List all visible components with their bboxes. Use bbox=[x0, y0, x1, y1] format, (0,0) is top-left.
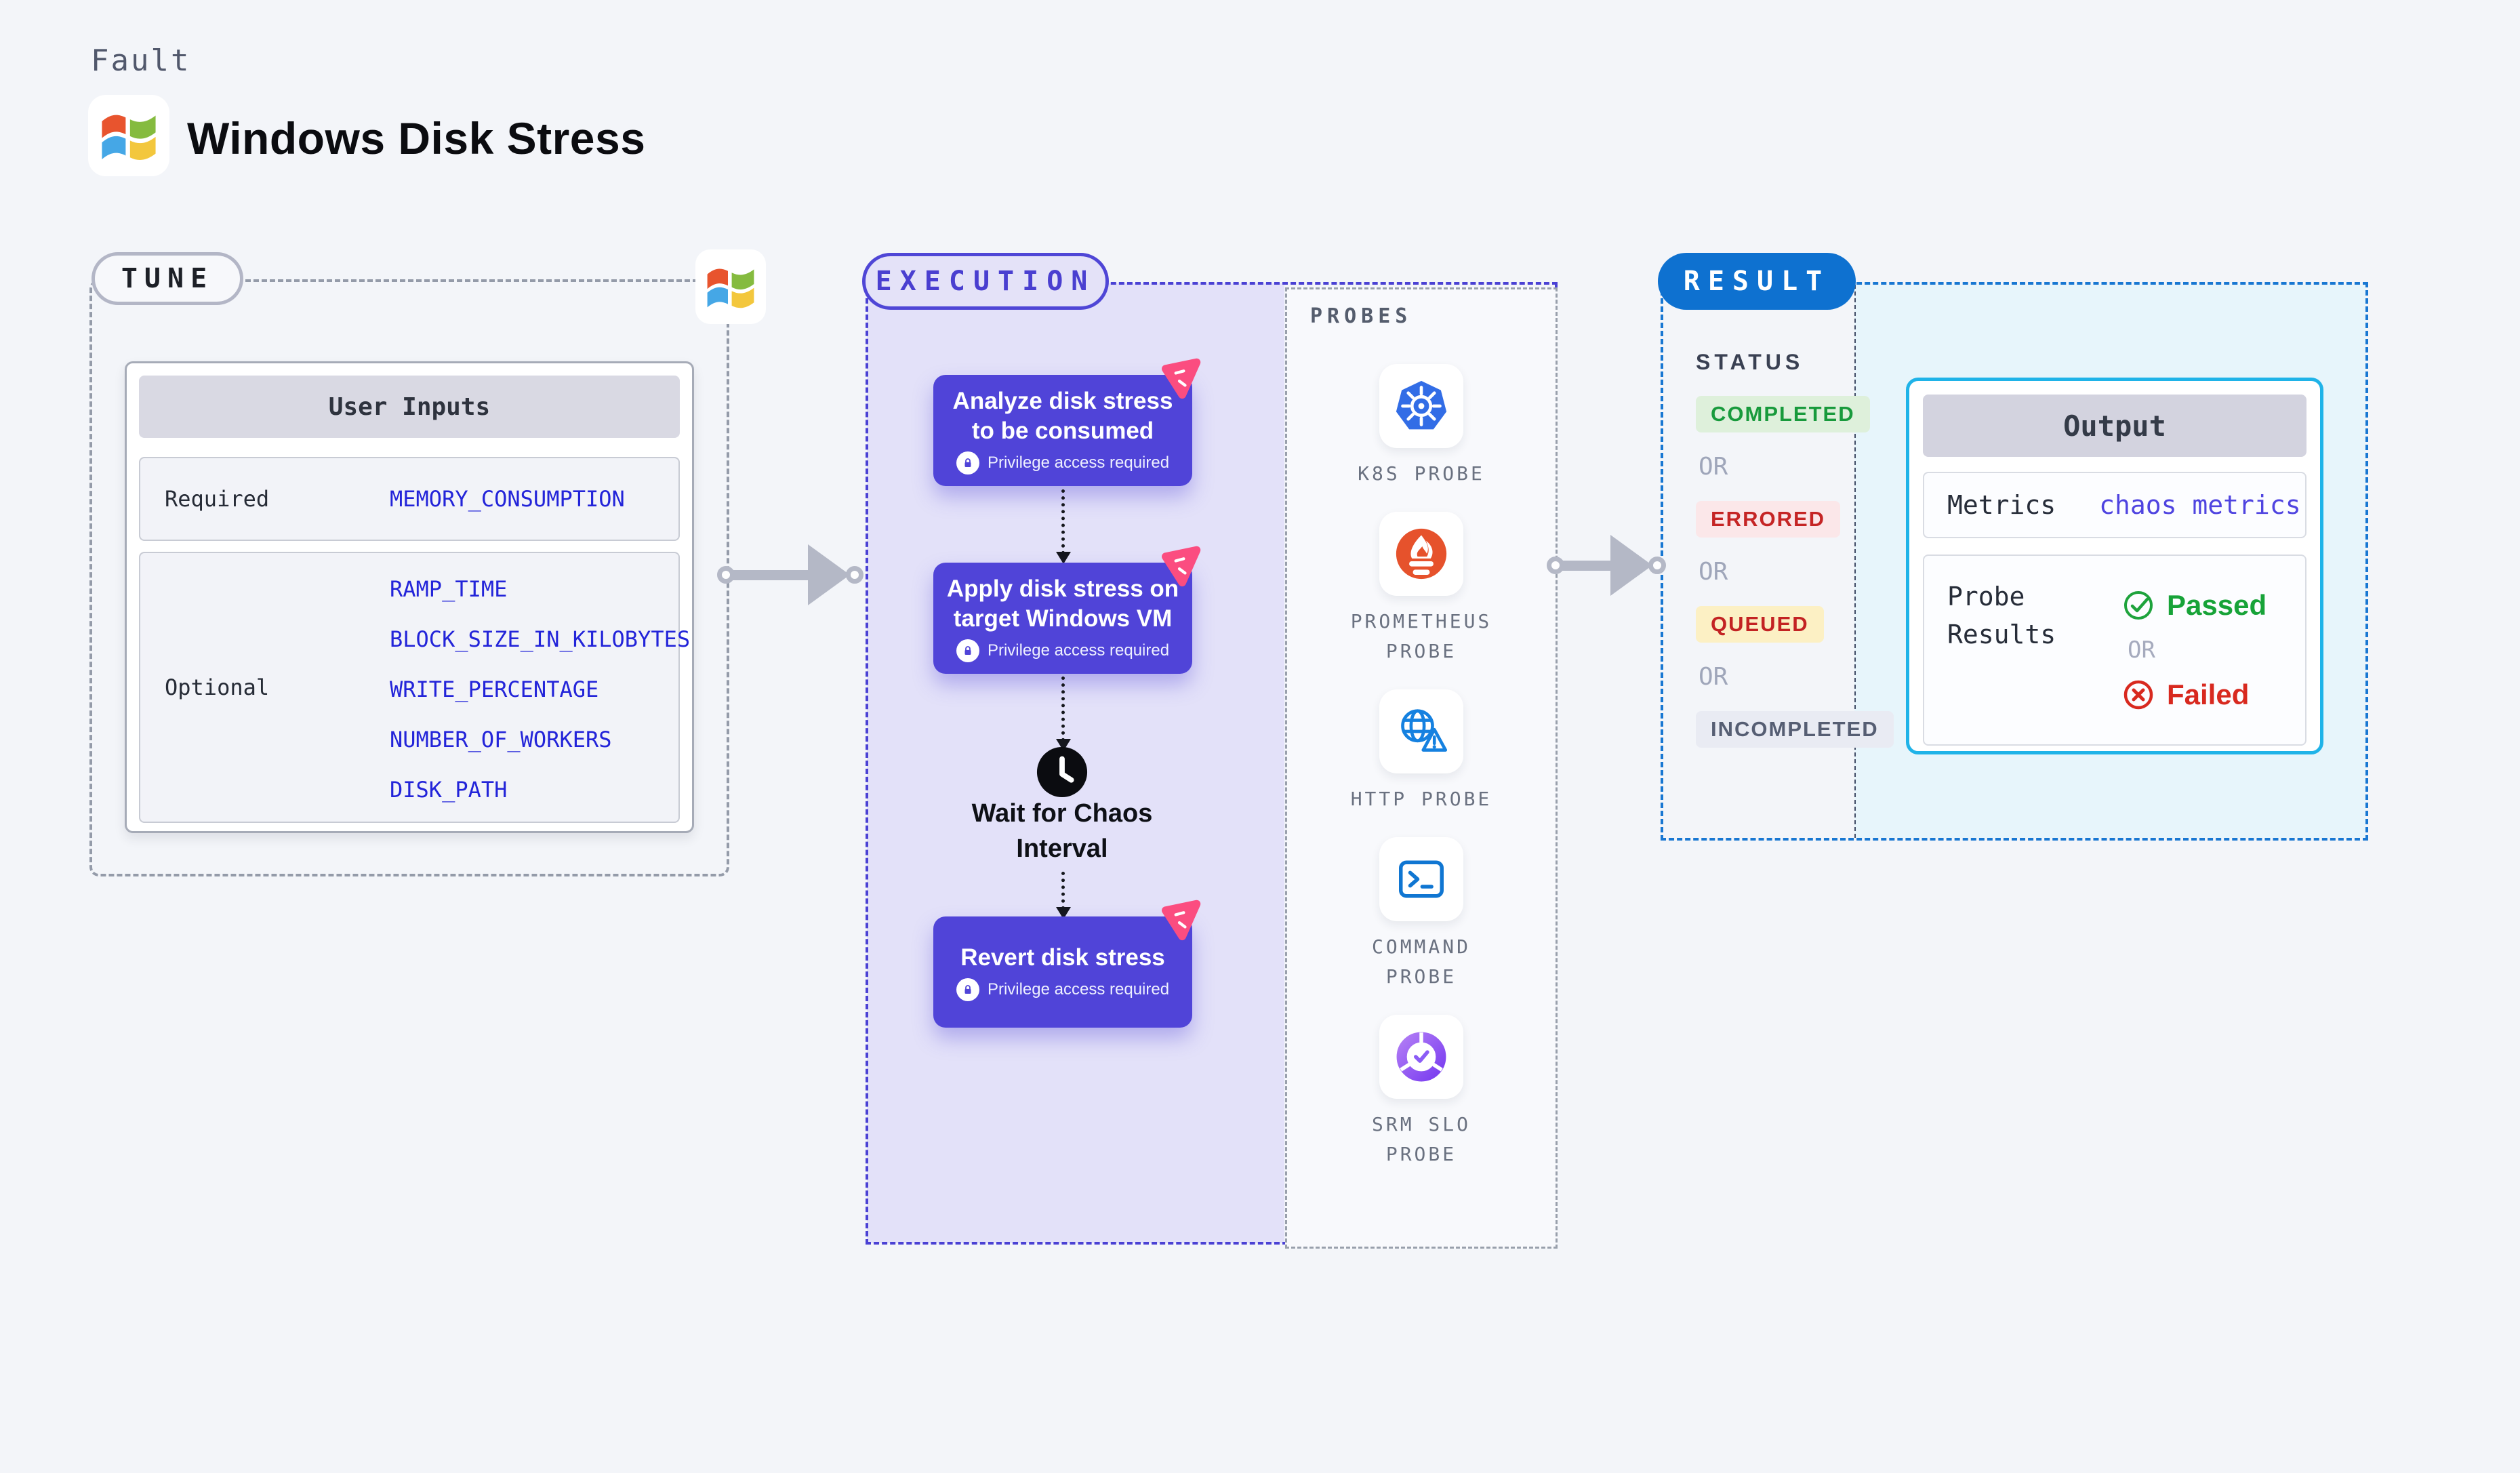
passed-line: Passed bbox=[2122, 589, 2267, 622]
probe-item-command: COMMAND PROBE bbox=[1340, 837, 1503, 992]
metrics-value: chaos metrics bbox=[2099, 490, 2301, 520]
step-apply-disk-stress: Apply disk stress on target Windows VM P… bbox=[933, 546, 1201, 674]
step-title: Revert disk stress bbox=[960, 944, 1165, 971]
env-var-number-of-workers: NUMBER_OF_WORKERS bbox=[390, 727, 612, 752]
arrow-start-circle bbox=[717, 566, 735, 584]
or-separator: OR bbox=[2128, 637, 2155, 664]
probe-results-values: Passed OR Failed bbox=[2122, 556, 2267, 744]
fault-kind-label: Fault bbox=[91, 43, 191, 78]
or-separator: OR bbox=[1699, 453, 1728, 481]
windows-logo-small-card bbox=[695, 249, 766, 324]
probes-panel: PROBES K8S PRO bbox=[1285, 287, 1558, 1249]
chaos-flag-icon bbox=[1162, 358, 1201, 399]
arrow-head bbox=[1610, 535, 1652, 596]
probes-list: K8S PROBE PROMETHEUS PROBE bbox=[1287, 364, 1556, 1169]
windows-logo-icon bbox=[102, 115, 156, 160]
status-column: COMPLETED OR ERRORED OR QUEUED OR INCOMP… bbox=[1696, 396, 1894, 748]
env-var-memory-consumption: MEMORY_CONSUMPTION bbox=[390, 486, 625, 512]
slo-donut-icon bbox=[1379, 1015, 1463, 1099]
connector-arrow bbox=[1056, 872, 1071, 919]
arrow-execution-to-result bbox=[1547, 533, 1666, 598]
check-circle-icon bbox=[2124, 591, 2153, 620]
metrics-label: Metrics bbox=[1947, 490, 2056, 520]
arrow-head bbox=[808, 544, 850, 605]
execution-section-label: EXECUTION bbox=[862, 253, 1109, 310]
privilege-badge: Privilege access required bbox=[956, 978, 1169, 1001]
status-title: STATUS bbox=[1696, 350, 1804, 374]
step-revert-disk-stress: Revert disk stress Privilege access requ… bbox=[933, 900, 1201, 1028]
optional-env-vars: RAMP_TIME BLOCK_SIZE_IN_KILOBYTES WRITE_… bbox=[390, 564, 690, 815]
step-analyze-disk-stress: Analyze disk stress to be consumed Privi… bbox=[933, 358, 1201, 486]
failed-line: Failed bbox=[2122, 679, 2267, 711]
page-title: Windows Disk Stress bbox=[187, 113, 646, 163]
result-section-label: RESULT bbox=[1658, 253, 1856, 310]
kubernetes-icon bbox=[1379, 364, 1463, 448]
chaos-flag-icon bbox=[1162, 900, 1201, 941]
probe-results-label: Probe Results bbox=[1947, 582, 2056, 649]
or-separator: OR bbox=[1699, 663, 1728, 691]
probe-label: SRM SLO PROBE bbox=[1371, 1113, 1471, 1165]
privilege-label: Privilege access required bbox=[987, 453, 1170, 472]
wait-for-chaos-interval-label: Wait for Chaos Interval bbox=[971, 799, 1153, 863]
probe-results-row: Probe Results Passed OR Failed bbox=[1923, 554, 2306, 746]
or-separator: OR bbox=[1699, 558, 1728, 586]
lock-icon bbox=[956, 451, 979, 475]
windows-logo-card bbox=[88, 95, 169, 176]
probe-label: K8S PROBE bbox=[1358, 462, 1485, 485]
row-label: Optional bbox=[165, 674, 270, 700]
probes-title: PROBES bbox=[1310, 304, 1413, 328]
status-badge-errored: ERRORED bbox=[1696, 501, 1841, 538]
lock-icon bbox=[956, 978, 979, 1001]
privilege-label: Privilege access required bbox=[987, 641, 1170, 660]
arrow-start-circle bbox=[1547, 557, 1564, 574]
env-var-write-percentage: WRITE_PERCENTAGE bbox=[390, 677, 599, 702]
probe-label: PROMETHEUS PROBE bbox=[1350, 610, 1492, 662]
user-inputs-header: User Inputs bbox=[139, 376, 680, 438]
step-title: Apply disk stress on target Windows VM bbox=[946, 576, 1179, 632]
step-title: Analyze disk stress to be consumed bbox=[952, 388, 1173, 444]
chaos-flag-icon bbox=[1162, 546, 1201, 587]
probe-item-prometheus: PROMETHEUS PROBE bbox=[1340, 512, 1503, 666]
output-card: Output Metrics chaos metrics Probe Resul… bbox=[1906, 378, 2323, 754]
user-inputs-table: User Inputs Required MEMORY_CONSUMPTION … bbox=[125, 361, 694, 833]
arrow-end-circle bbox=[846, 566, 863, 584]
probe-label: COMMAND PROBE bbox=[1371, 935, 1471, 988]
table-row-required: Required MEMORY_CONSUMPTION bbox=[139, 457, 680, 541]
http-globe-icon bbox=[1379, 689, 1463, 773]
env-var-disk-path: DISK_PATH bbox=[390, 777, 508, 803]
status-badge-completed: COMPLETED bbox=[1696, 396, 1870, 432]
arrow-end-circle bbox=[1648, 557, 1666, 574]
terminal-icon bbox=[1379, 837, 1463, 921]
lock-icon bbox=[956, 639, 979, 662]
privilege-label: Privilege access required bbox=[987, 980, 1170, 998]
row-label: Required bbox=[165, 486, 270, 512]
prometheus-icon bbox=[1379, 512, 1463, 596]
probe-item-srm-slo: SRM SLO PROBE bbox=[1340, 1015, 1503, 1169]
env-var-ramp-time: RAMP_TIME bbox=[390, 576, 508, 602]
status-badge-queued: QUEUED bbox=[1696, 606, 1824, 643]
arrow-tune-to-execution bbox=[717, 542, 863, 607]
table-row-optional: Optional RAMP_TIME BLOCK_SIZE_IN_KILOBYT… bbox=[139, 552, 690, 823]
arrow-shaft bbox=[1561, 560, 1614, 571]
env-var-block-size: BLOCK_SIZE_IN_KILOBYTES bbox=[390, 626, 691, 652]
connector-arrow bbox=[1056, 677, 1071, 751]
connector-arrow bbox=[1056, 489, 1071, 564]
probe-item-http: HTTP PROBE bbox=[1351, 689, 1492, 814]
output-header: Output bbox=[1923, 395, 2306, 457]
privilege-badge: Privilege access required bbox=[956, 451, 1169, 475]
windows-logo-icon bbox=[707, 268, 754, 308]
probe-item-k8s: K8S PROBE bbox=[1358, 364, 1485, 489]
metrics-row: Metrics chaos metrics bbox=[1923, 472, 2306, 538]
tune-section-label: TUNE bbox=[92, 252, 243, 305]
passed-label: Passed bbox=[2167, 589, 2267, 621]
arrow-shaft bbox=[731, 569, 811, 580]
clock-icon bbox=[1036, 746, 1089, 799]
status-badge-incompleted: INCOMPLETED bbox=[1696, 711, 1894, 748]
privilege-badge: Privilege access required bbox=[956, 639, 1169, 662]
probe-label: HTTP PROBE bbox=[1350, 788, 1492, 810]
x-circle-icon bbox=[2123, 680, 2153, 710]
failed-label: Failed bbox=[2167, 679, 2250, 710]
